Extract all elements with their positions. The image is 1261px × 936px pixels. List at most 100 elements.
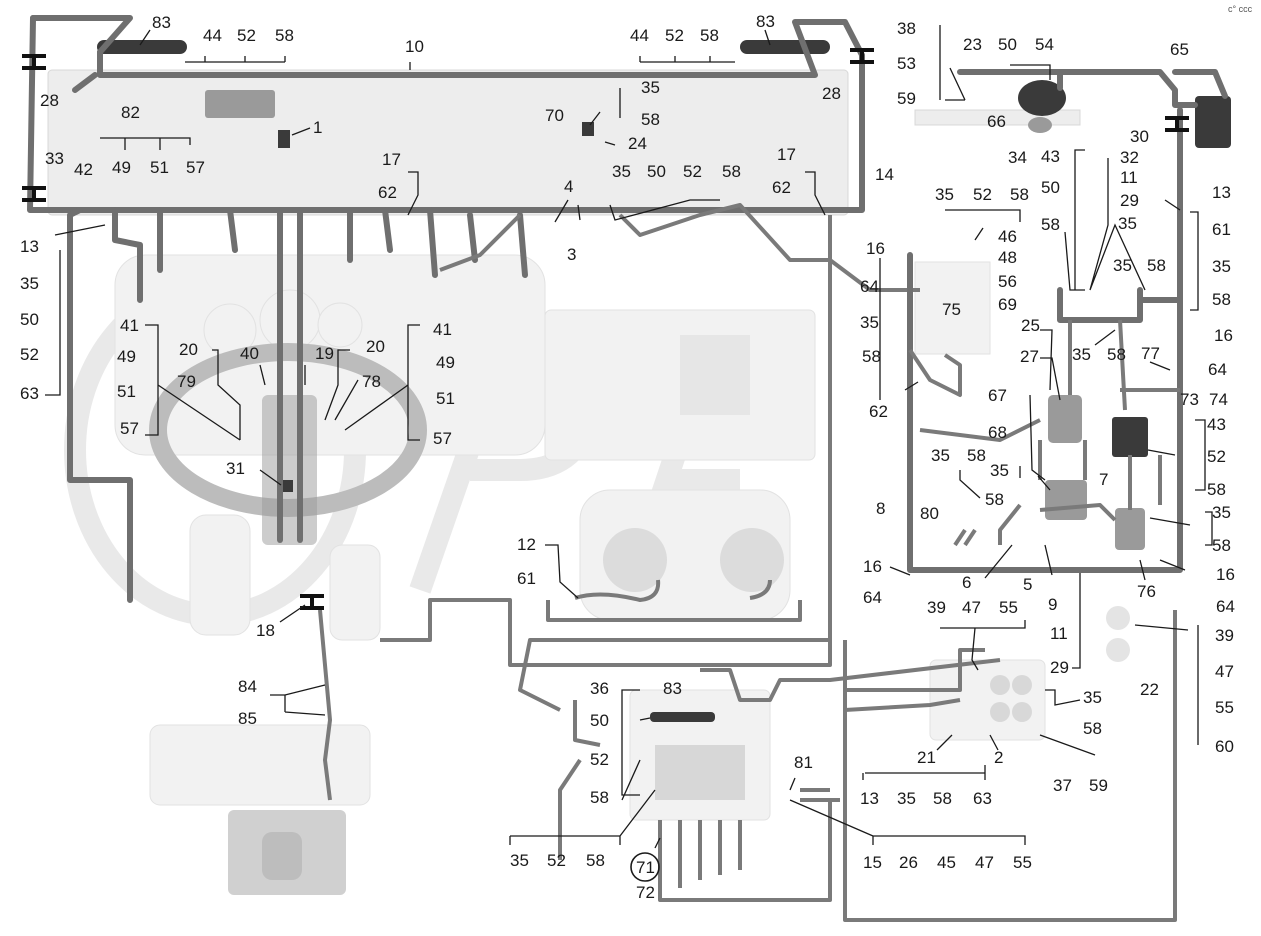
callout-35: 35	[1113, 256, 1132, 275]
callout-63: 63	[20, 384, 39, 403]
callout-65: 65	[1170, 40, 1189, 59]
display-screen	[680, 335, 750, 415]
callout-59: 59	[897, 89, 916, 108]
callout-83: 83	[663, 679, 682, 698]
callout-15: 15	[863, 853, 882, 872]
callout-35: 35	[612, 162, 631, 181]
callout-52: 52	[237, 26, 256, 45]
callout-25: 25	[1021, 316, 1040, 335]
callout-5: 5	[1023, 575, 1032, 594]
callout-35: 35	[510, 851, 529, 870]
callout-61: 61	[1212, 220, 1231, 239]
lamp-22	[1106, 638, 1130, 662]
motor-76	[1115, 508, 1145, 550]
switch-31	[281, 480, 293, 492]
relay-socket	[990, 675, 1010, 695]
callout-47: 47	[975, 853, 994, 872]
callout-58: 58	[1207, 480, 1226, 499]
callout-35: 35	[1212, 257, 1231, 276]
callout-85: 85	[238, 709, 257, 728]
callout-55: 55	[999, 598, 1018, 617]
callout-41: 41	[120, 316, 139, 335]
callout-41: 41	[433, 320, 452, 339]
callout-17: 17	[382, 150, 401, 169]
callout-51: 51	[117, 382, 136, 401]
callout-35: 35	[860, 313, 879, 332]
callout-64: 64	[1208, 360, 1227, 379]
callout-26: 26	[899, 853, 918, 872]
callout-32: 32	[1120, 148, 1139, 167]
steering-column	[262, 395, 317, 545]
callout-84: 84	[238, 677, 257, 696]
callout-35: 35	[641, 78, 660, 97]
callout-1: 1	[313, 118, 322, 137]
callout-34: 34	[1008, 148, 1027, 167]
callout-50: 50	[998, 35, 1017, 54]
callout-58: 58	[590, 788, 609, 807]
radio-unit	[205, 90, 275, 118]
callout-35: 35	[931, 446, 950, 465]
callout-24: 24	[628, 134, 647, 153]
callout-27: 27	[1020, 347, 1039, 366]
callout-52: 52	[973, 185, 992, 204]
pedal-right	[329, 544, 381, 641]
switch-1	[278, 130, 290, 148]
callout-43: 43	[1041, 147, 1060, 166]
callout-52: 52	[683, 162, 702, 181]
callout-9: 9	[1048, 595, 1057, 614]
callout-50: 50	[20, 310, 39, 329]
callout-53: 53	[897, 54, 916, 73]
callout-58: 58	[1041, 215, 1060, 234]
callout-44: 44	[630, 26, 649, 45]
callout-58: 58	[641, 110, 660, 129]
wiring-harness	[27, 15, 1228, 922]
callout-52: 52	[590, 750, 609, 769]
callout-67: 67	[988, 386, 1007, 405]
callout-35: 35	[990, 461, 1009, 480]
callout-76: 76	[1137, 582, 1156, 601]
callout-58: 58	[1212, 536, 1231, 555]
callout-13: 13	[20, 237, 39, 256]
callout-49: 49	[112, 158, 131, 177]
callout-10: 10	[405, 37, 424, 56]
callout-35: 35	[1083, 688, 1102, 707]
roof-lamp-right	[740, 40, 830, 54]
gauge-right	[317, 302, 363, 348]
callout-79: 79	[177, 372, 196, 391]
callout-35: 35	[20, 274, 39, 293]
callout-83: 83	[152, 13, 171, 32]
callout-73: 73	[1180, 390, 1199, 409]
callout-57: 57	[120, 419, 139, 438]
callout-38: 38	[897, 19, 916, 38]
callout-58: 58	[700, 26, 719, 45]
callout-16: 16	[1214, 326, 1233, 345]
callout-29: 29	[1050, 658, 1069, 677]
callout-82: 82	[121, 103, 140, 122]
callout-74: 74	[1209, 390, 1228, 409]
callout-11: 11	[1050, 624, 1068, 643]
callout-60: 60	[1215, 737, 1234, 756]
gauge-center	[259, 289, 321, 351]
callout-63: 63	[973, 789, 992, 808]
callout-50: 50	[647, 162, 666, 181]
callout-72: 72	[636, 883, 655, 902]
callout-62: 62	[378, 183, 397, 202]
callout-70: 70	[545, 106, 564, 125]
callout-2: 2	[994, 748, 1003, 767]
connector-28-left	[22, 54, 46, 70]
callout-57: 57	[433, 429, 452, 448]
callout-21: 21	[917, 748, 936, 767]
block-5	[1045, 480, 1087, 520]
callout-39: 39	[927, 598, 946, 617]
callout-52: 52	[20, 345, 39, 364]
callout-50: 50	[590, 711, 609, 730]
callout-58: 58	[586, 851, 605, 870]
callout-43: 43	[1207, 415, 1226, 434]
callout-16: 16	[863, 557, 882, 576]
callout-55: 55	[1013, 853, 1032, 872]
callout-58: 58	[967, 446, 986, 465]
callout-58: 58	[933, 789, 952, 808]
callout-7: 7	[1099, 470, 1108, 489]
callout-42: 42	[74, 160, 93, 179]
